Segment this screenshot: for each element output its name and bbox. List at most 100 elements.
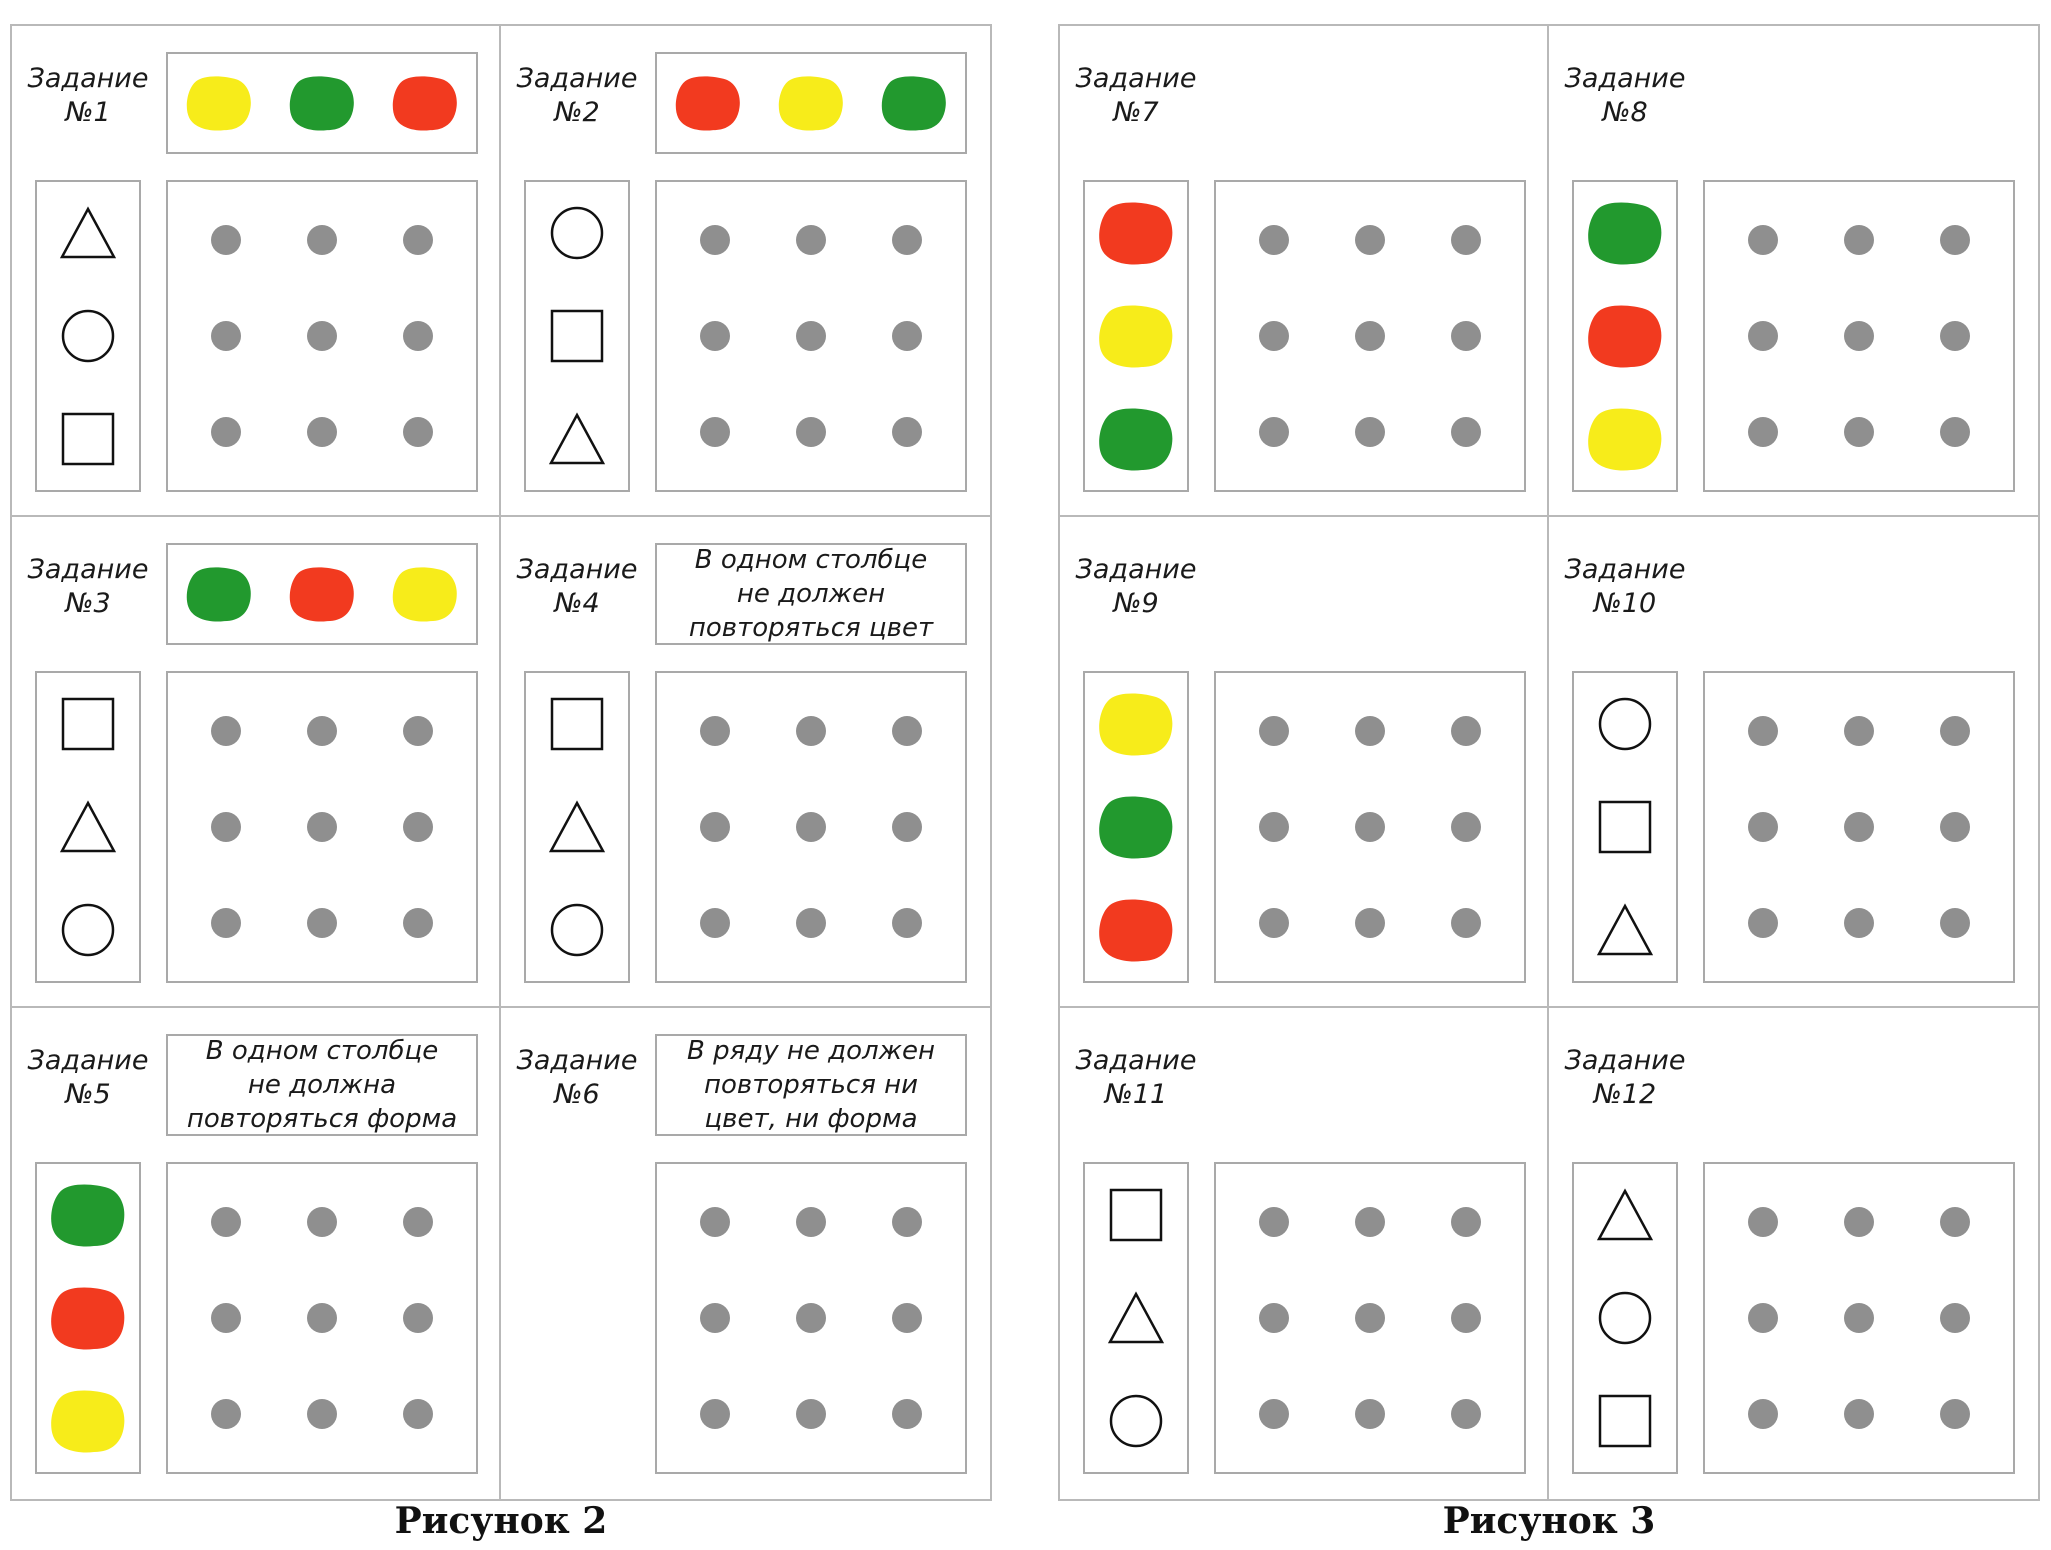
grid-dot: [1259, 1399, 1289, 1429]
grid-dot: [1259, 812, 1289, 842]
grid-dot: [1259, 417, 1289, 447]
grid-dot: [1451, 321, 1481, 351]
color-order-box: [655, 52, 967, 154]
red-color-swatch: [1099, 202, 1173, 265]
grid-dot: [403, 716, 433, 746]
square-shape-icon: [1598, 800, 1652, 854]
dot-grid: [655, 1162, 967, 1474]
red-color-swatch: [676, 76, 741, 131]
grid-dot: [307, 908, 337, 938]
grid-dot: [700, 321, 730, 351]
grid-dot: [796, 1303, 826, 1333]
red-color-swatch: [51, 1287, 125, 1350]
rule-text: В ряду не должен повторяться ни цвет, ни…: [686, 1036, 936, 1134]
grid-dot: [1748, 1399, 1778, 1429]
task-label: Задание №9: [1075, 554, 1197, 619]
grid-dot: [1844, 321, 1874, 351]
grid-dot: [403, 1207, 433, 1237]
triangle-shape-icon: [1107, 1291, 1165, 1344]
grid-dot: [892, 1303, 922, 1333]
triangle-shape-icon: [59, 206, 117, 259]
grid-dot: [211, 417, 241, 447]
grid-dot: [211, 321, 241, 351]
grid-dot: [1940, 812, 1970, 842]
task-label: Задание №8: [1564, 63, 1686, 128]
grid-dot: [1355, 1399, 1385, 1429]
yellow-color-swatch: [1099, 305, 1173, 368]
shape-column: [524, 180, 630, 492]
color-column: [1083, 180, 1189, 492]
grid-dot: [1451, 1399, 1481, 1429]
grid-dot: [1940, 716, 1970, 746]
square-shape-icon: [61, 698, 115, 751]
grid-dot: [307, 1207, 337, 1237]
grid-dot: [403, 1303, 433, 1333]
grid-dot: [796, 908, 826, 938]
red-color-swatch: [1588, 305, 1662, 368]
grid-dot: [796, 225, 826, 255]
grid-dot: [1940, 321, 1970, 351]
dot-grid: [655, 180, 967, 492]
grid-dot: [1844, 1207, 1874, 1237]
grid-dot: [211, 1303, 241, 1333]
task-cell: Задание №9: [1060, 517, 1549, 1008]
grid-dot: [403, 225, 433, 255]
grid-dot: [892, 1207, 922, 1237]
grid-dot: [1355, 812, 1385, 842]
green-color-swatch: [1588, 202, 1662, 265]
triangle-shape-icon: [548, 800, 606, 853]
yellow-color-swatch: [778, 76, 843, 131]
shape-column: [35, 180, 141, 492]
figure-caption: Рисунок 2: [394, 1500, 608, 1542]
red-color-swatch: [392, 76, 457, 131]
yellow-color-swatch: [187, 76, 252, 131]
grid-dot: [796, 321, 826, 351]
grid-dot: [1259, 1207, 1289, 1237]
grid-dot: [892, 417, 922, 447]
shape-column: [1083, 1162, 1189, 1474]
square-shape-icon: [550, 698, 604, 751]
grid-dot: [211, 1207, 241, 1237]
color-order-box: [166, 52, 478, 154]
grid-dot: [1844, 908, 1874, 938]
grid-dot: [700, 417, 730, 447]
grid-dot: [796, 1207, 826, 1237]
dot-grid: [1703, 180, 2015, 492]
task-label: Задание №5: [27, 1045, 149, 1110]
grid-dot: [1355, 908, 1385, 938]
grid-dot: [1844, 417, 1874, 447]
grid-dot: [1940, 908, 1970, 938]
dot-grid: [1703, 671, 2015, 983]
task-label: Задание №1: [27, 63, 149, 128]
grid-dot: [1844, 225, 1874, 255]
square-shape-icon: [1598, 1394, 1652, 1447]
grid-dot: [1940, 225, 1970, 255]
yellow-color-swatch: [51, 1390, 125, 1453]
dot-grid: [1214, 671, 1526, 983]
red-color-swatch: [1099, 899, 1173, 962]
color-column: [35, 1162, 141, 1474]
color-order-box: [166, 543, 478, 645]
shape-column: [524, 671, 630, 983]
grid-dot: [892, 1399, 922, 1429]
grid-dot: [211, 908, 241, 938]
grid-dot: [796, 812, 826, 842]
grid-dot: [1451, 1303, 1481, 1333]
grid-dot: [1748, 812, 1778, 842]
grid-dot: [1748, 417, 1778, 447]
yellow-color-swatch: [392, 567, 457, 622]
dot-grid: [1703, 1162, 2015, 1474]
square-shape-icon: [61, 412, 115, 465]
grid-dot: [1748, 1207, 1778, 1237]
grid-dot: [892, 812, 922, 842]
figure-caption: Рисунок 3: [1442, 1500, 1656, 1542]
task-cell: Задание №10: [1549, 517, 2038, 1008]
dot-grid: [166, 180, 478, 492]
grid-dot: [1259, 908, 1289, 938]
task-label: Задание №2: [516, 63, 638, 128]
grid-dot: [307, 812, 337, 842]
grid-dot: [307, 1399, 337, 1429]
